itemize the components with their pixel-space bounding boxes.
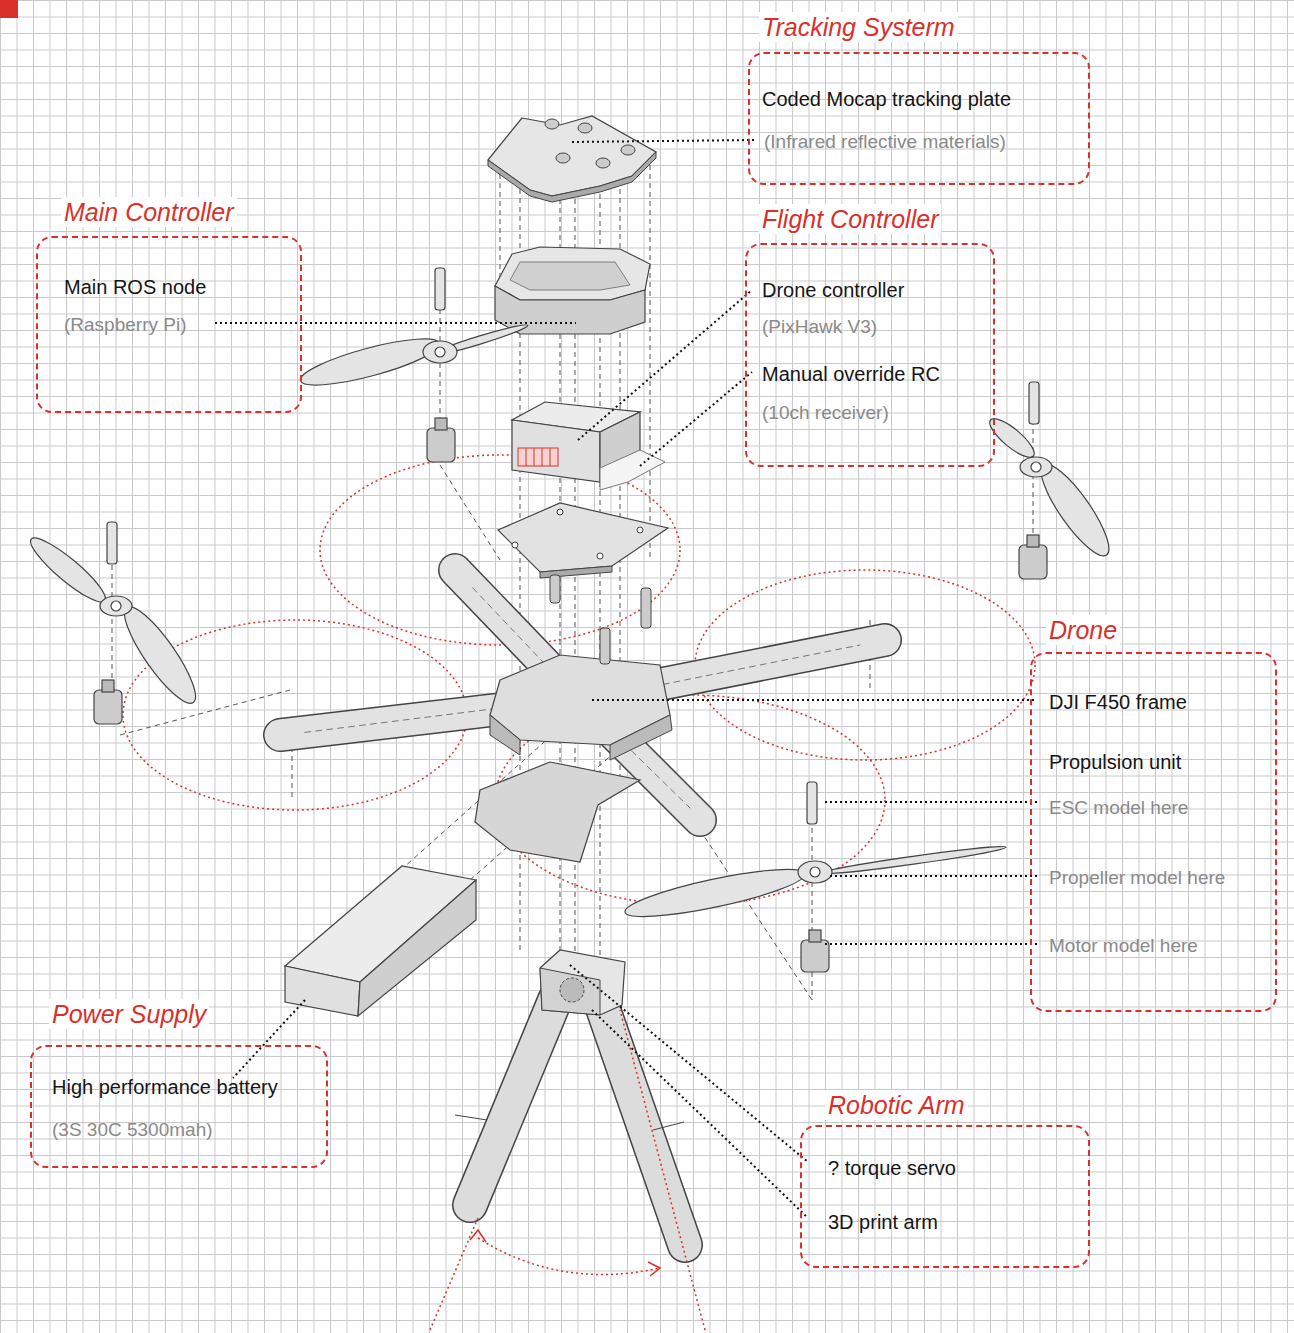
section-heading: Drone <box>1046 615 1120 645</box>
section-heading: Main Controller <box>61 197 237 227</box>
part-label: ? torque servo <box>828 1156 956 1180</box>
part-label: Main ROS node <box>64 275 206 299</box>
battery <box>285 866 476 1016</box>
callout-box: Main ControllerMain ROS node(Raspberry P… <box>36 236 302 413</box>
rotor-circles <box>123 455 1035 905</box>
tracking-plate <box>488 116 656 202</box>
part-note: (10ch receiver) <box>762 402 889 425</box>
callout-box: Power SupplyHigh performance battery(3S … <box>30 1045 328 1168</box>
bottom-plate <box>475 762 640 862</box>
propulsion-units <box>24 268 1119 972</box>
part-label: High performance battery <box>52 1075 278 1099</box>
leader-lines <box>215 140 1038 1218</box>
section-heading: Tracking Systerm <box>759 12 958 42</box>
raspberry-pi-case <box>495 247 650 334</box>
robotic-arm <box>455 950 685 1245</box>
section-heading: Flight Controller <box>759 204 941 234</box>
part-note: (3S 30C 5300mah) <box>52 1119 213 1142</box>
callout-box: Tracking SystermCoded Mocap tracking pla… <box>748 52 1090 185</box>
section-heading: Power Supply <box>49 999 209 1029</box>
part-note: (PixHawk V3) <box>762 316 877 339</box>
part-label: Drone controller <box>762 278 904 302</box>
callout-box: Flight ControllerDrone controller(PixHaw… <box>745 243 995 467</box>
part-note: (Raspberry Pi) <box>64 314 186 337</box>
part-label: Manual override RC <box>762 362 940 386</box>
arm-motion-lines <box>430 1010 705 1330</box>
corner-mark <box>0 0 18 18</box>
top-plate <box>498 503 668 572</box>
flight-controller <box>512 402 665 490</box>
part-label: Propulsion unit <box>1049 750 1181 774</box>
part-note: ESC model here <box>1049 797 1188 820</box>
part-label: DJI F450 frame <box>1049 690 1187 714</box>
part-note: (Infrared reflective materials) <box>764 131 1006 154</box>
standoffs <box>512 509 651 664</box>
callout-box: Robotic Arm? torque servo3D print arm <box>800 1125 1090 1268</box>
part-note: Propeller model here <box>1049 867 1225 890</box>
callout-box: DroneDJI F450 framePropulsion unitESC mo… <box>1030 652 1277 1012</box>
part-label: 3D print arm <box>828 1210 938 1234</box>
section-heading: Robotic Arm <box>825 1090 968 1120</box>
part-label: Coded Mocap tracking plate <box>762 87 1011 111</box>
part-note: Motor model here <box>1049 935 1198 958</box>
assembly-lines <box>112 165 1033 1000</box>
